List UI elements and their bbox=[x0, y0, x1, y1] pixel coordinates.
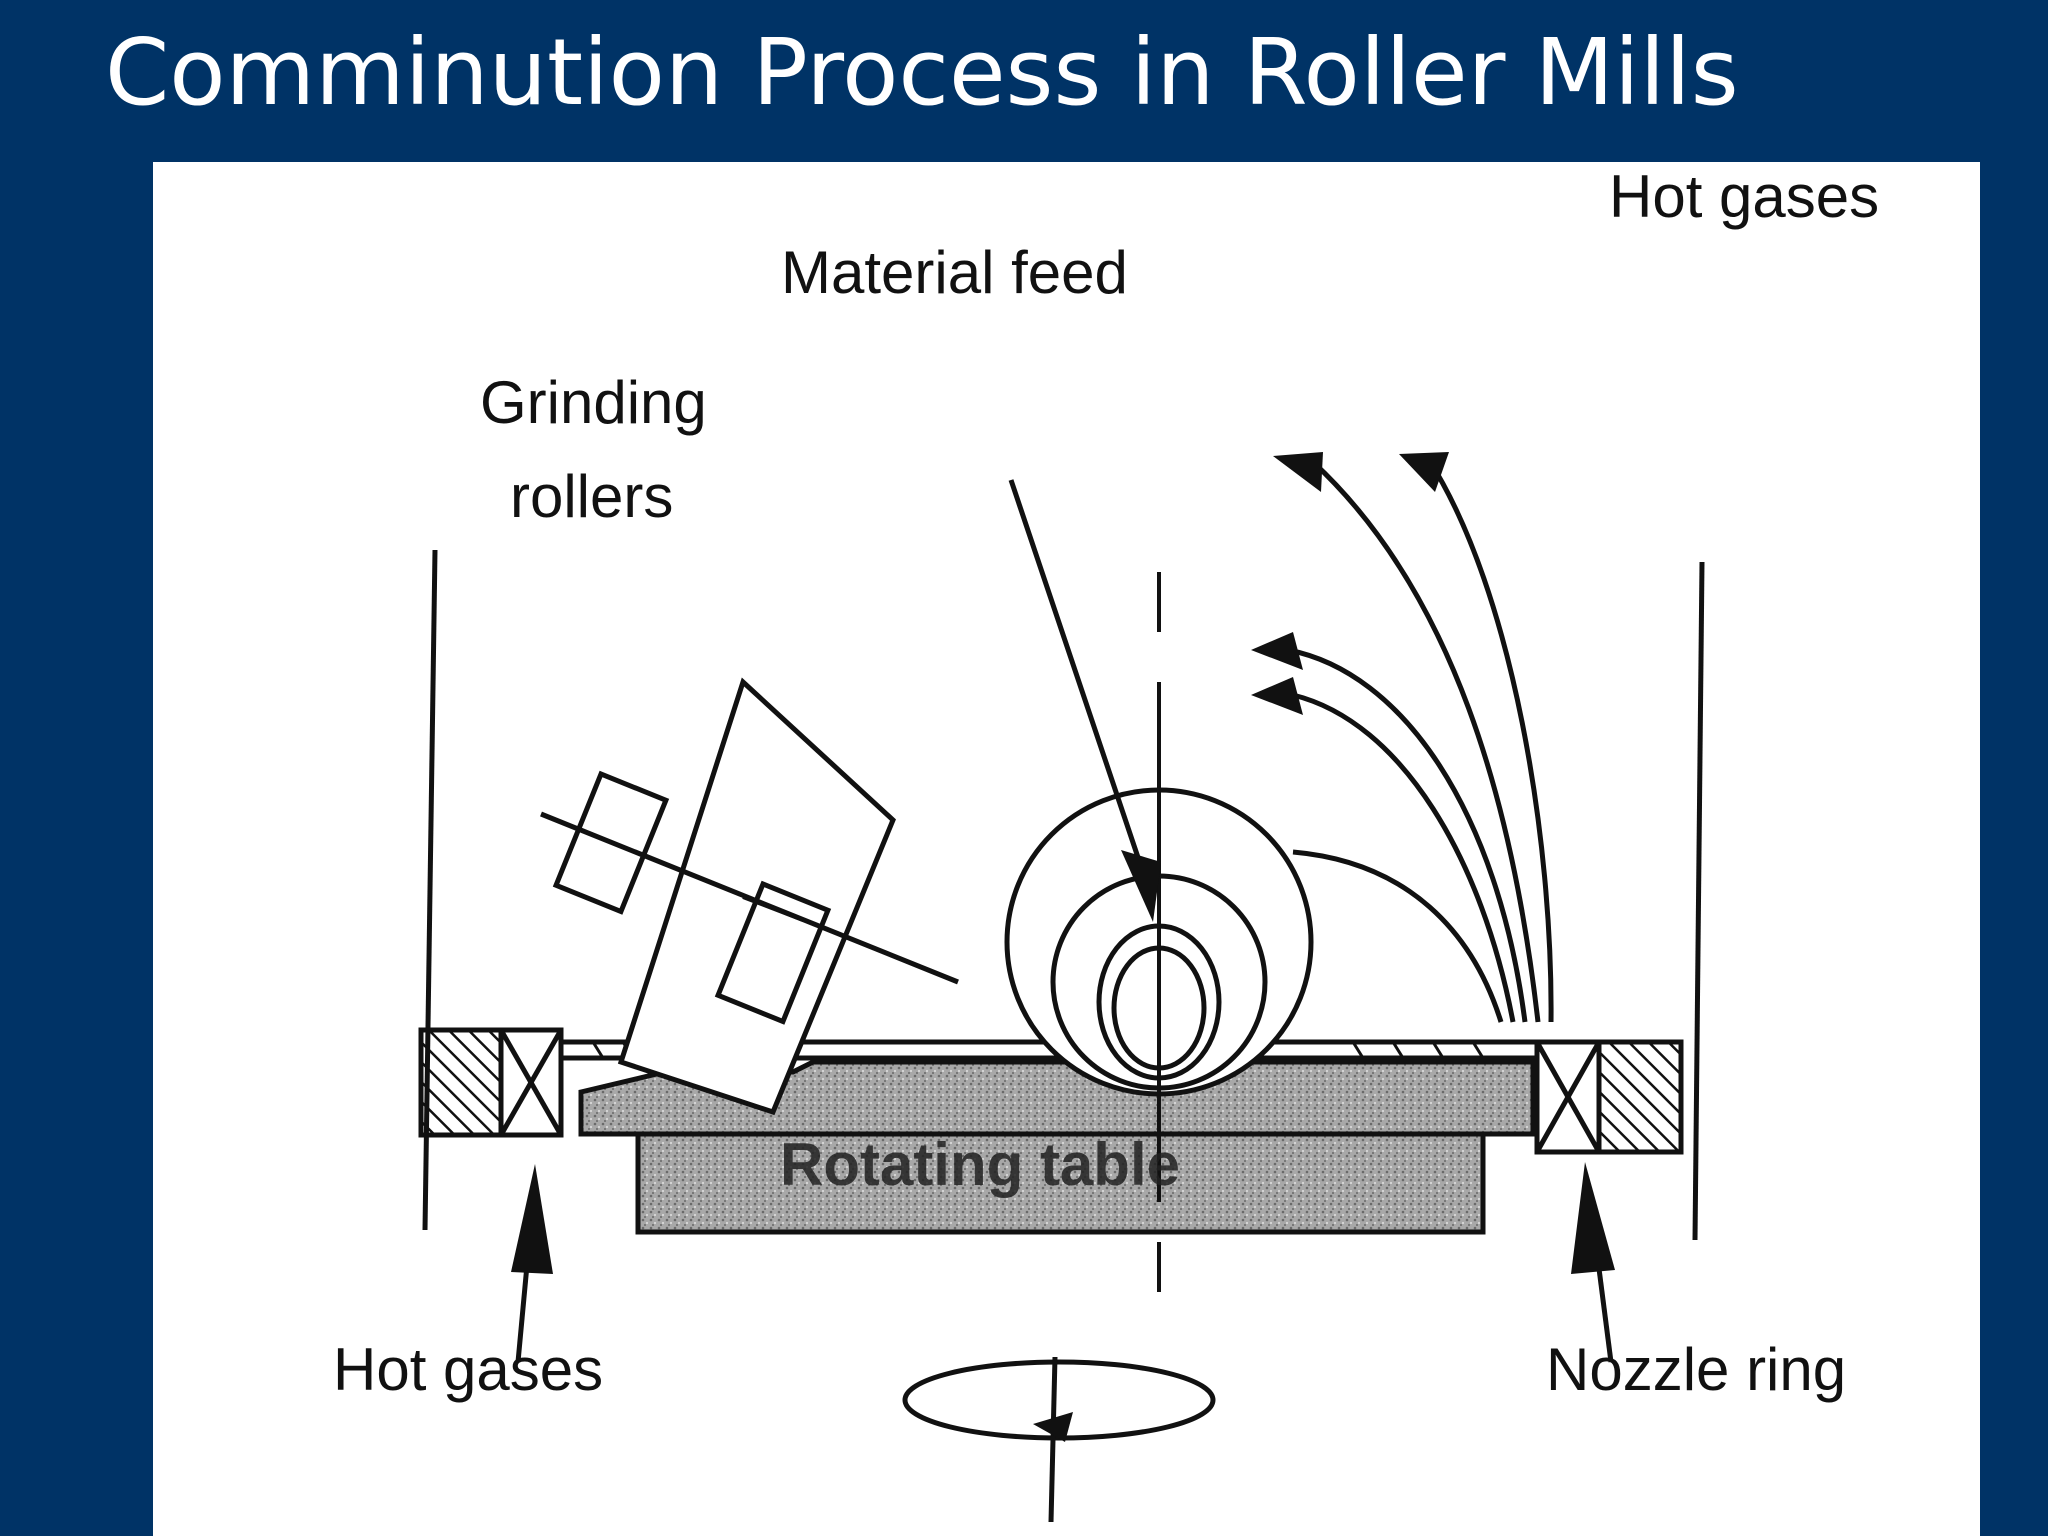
hot-gas-arrowhead-4 bbox=[1251, 677, 1303, 715]
material-feed-arrowhead bbox=[1121, 850, 1161, 922]
label-hot-gases-bottom: Hot gases bbox=[333, 1336, 604, 1403]
left-hatch-block bbox=[418, 1027, 504, 1138]
label-grinding-rollers-line1: Grinding bbox=[480, 369, 707, 436]
label-material-feed: Material feed bbox=[781, 239, 1128, 306]
hot-gas-flow-arrows bbox=[1287, 458, 1554, 1023]
slide-title: Comminution Process in Roller Mills bbox=[105, 19, 1739, 126]
diagram-drawing bbox=[418, 452, 1705, 1523]
label-nozzle-ring: Nozzle ring bbox=[1546, 1336, 1847, 1403]
roller-mill-diagram: Hot gases Material feed Grinding rollers… bbox=[153, 162, 1980, 1536]
hot-gas-arrowhead-3 bbox=[1251, 632, 1303, 670]
label-grinding-rollers-line2: rollers bbox=[510, 463, 674, 530]
hot-gas-arrowhead-2 bbox=[1273, 452, 1323, 492]
label-rotating-table: Rotating table bbox=[780, 1131, 1180, 1198]
right-wall bbox=[1692, 561, 1705, 1241]
hot-gas-arrowhead-1 bbox=[1399, 452, 1449, 492]
right-hatch-block bbox=[1596, 1039, 1684, 1155]
rotating-table-base bbox=[635, 1129, 1486, 1235]
label-hot-gases-top: Hot gases bbox=[1609, 163, 1880, 230]
material-feed-arrow-shaft bbox=[1008, 479, 1156, 903]
